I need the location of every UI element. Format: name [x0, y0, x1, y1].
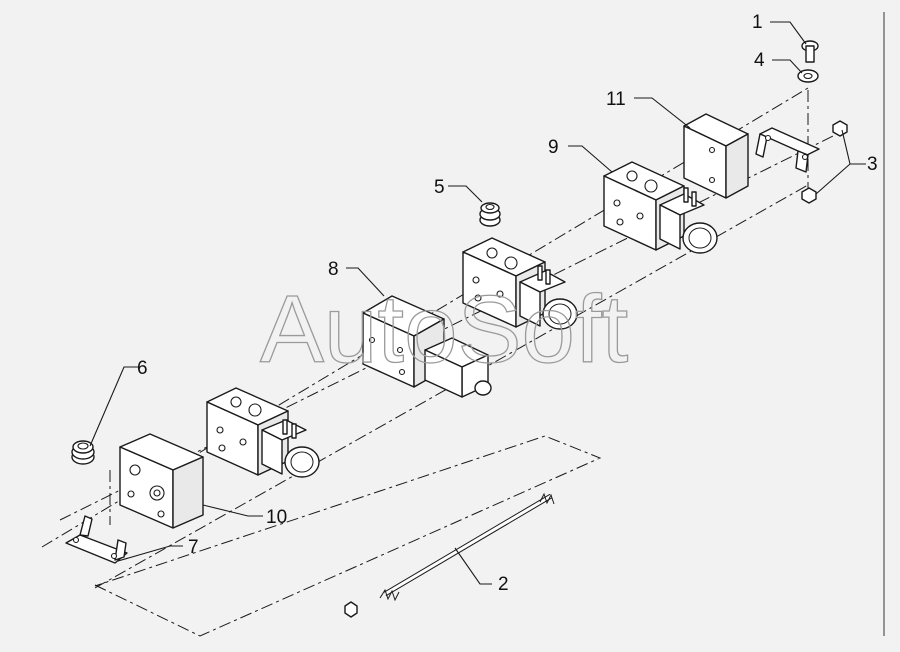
callout-8: 8: [328, 259, 339, 280]
part-1-screw: [801, 40, 819, 63]
callout-2: 2: [498, 574, 509, 595]
part-10-end-block: [119, 433, 204, 529]
callout-5: 5: [434, 177, 445, 198]
right-bracket: [755, 127, 820, 173]
callout-7: 7: [188, 537, 199, 558]
part-6-fitting: [71, 440, 95, 465]
watermark-text: AutoSoft: [260, 276, 628, 383]
part-7-bracket: [65, 515, 128, 564]
part-11-end-plate: [683, 113, 749, 199]
part-4-washer: [797, 69, 819, 83]
callout-4: 4: [754, 50, 765, 71]
part-2-tie-rod: [344, 492, 555, 618]
callout-6: 6: [137, 358, 148, 379]
callout-3: 3: [867, 154, 878, 175]
leader-lines: [89, 21, 866, 585]
part-3-nuts: [801, 120, 848, 204]
part-5-fitting: [479, 202, 501, 227]
valve-left: [206, 387, 320, 478]
callout-10: 10: [266, 507, 287, 528]
part-9-valve: [603, 161, 718, 254]
valve-center: [462, 237, 578, 330]
callout-1: 1: [752, 12, 763, 33]
part-8-middle-block: [362, 295, 492, 398]
callout-11: 11: [606, 89, 626, 110]
callout-9: 9: [548, 137, 559, 158]
